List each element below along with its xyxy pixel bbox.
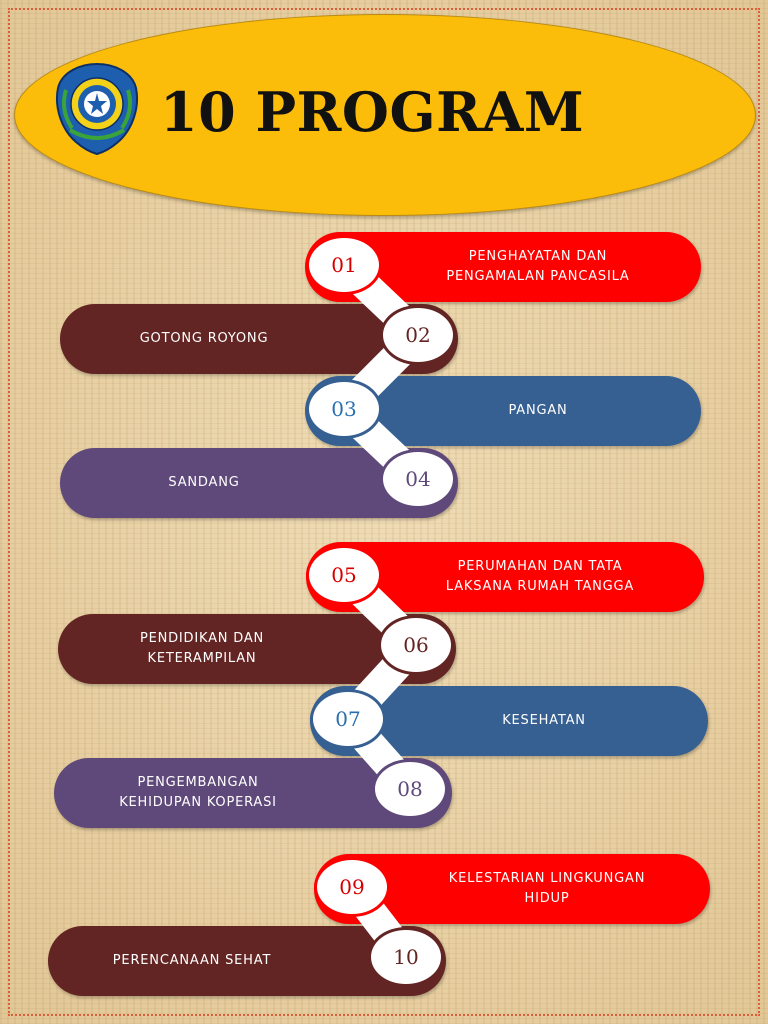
pkk-emblem-logo [56, 62, 138, 156]
program-label: GOTONG ROYONG [139, 331, 269, 346]
program-number-badge: 08 [372, 759, 448, 819]
program-label: KELESTARIAN LINGKUNGAN HIDUP [448, 871, 646, 906]
program-number-badge: 03 [306, 379, 382, 439]
page-title: 10 PROGRAM [160, 80, 585, 144]
program-number-badge: 01 [306, 235, 382, 295]
program-label: PENDIDIKAN DAN KETERAMPILAN [139, 631, 265, 666]
header-banner [14, 14, 756, 216]
program-number-badge: 10 [368, 927, 444, 987]
program-label: PERENCANAAN SEHAT [112, 953, 272, 968]
program-label: PENGEMBANGAN KEHIDUPAN KOPERASI [119, 775, 277, 810]
program-number-badge: 07 [310, 689, 386, 749]
program-number-badge: 06 [378, 615, 454, 675]
program-number-badge: 05 [306, 545, 382, 605]
program-number-badge: 04 [380, 449, 456, 509]
program-label: PANGAN [508, 403, 568, 418]
program-label: PENGHAYATAN DAN PENGAMALAN PANCASILA [446, 249, 630, 284]
program-number-badge: 02 [380, 305, 456, 365]
program-label: SANDANG [168, 475, 240, 490]
program-label: KESEHATAN [502, 713, 586, 728]
program-label: PERUMAHAN DAN TATA LAKSANA RUMAH TANGGA [445, 559, 635, 594]
program-number-badge: 09 [314, 857, 390, 917]
